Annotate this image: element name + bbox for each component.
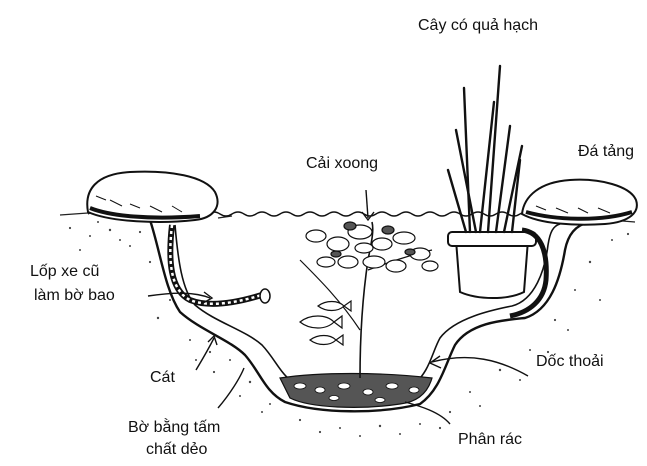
label-liner-line2: chất dẻo — [146, 441, 207, 458]
plant-pot — [448, 230, 546, 316]
label-tire-line2: làm bờ bao — [34, 287, 115, 304]
compost-layer — [280, 374, 432, 408]
arrow-tire — [148, 293, 210, 298]
label-rock: Đá tảng — [578, 143, 634, 160]
arrow-sand — [196, 338, 214, 370]
old-tire-border — [170, 225, 270, 304]
label-liner-line1: Bờ bằng tấm — [128, 417, 220, 436]
label-watercress: Cải xoong — [306, 155, 378, 172]
label-plant: Cây có quả hạch — [418, 17, 538, 34]
arrow-watercress — [366, 190, 368, 218]
arrow-liner — [218, 368, 244, 408]
right-boulder — [522, 180, 637, 225]
label-compost: Phân rác — [458, 431, 522, 448]
watercress — [300, 222, 438, 378]
left-boulder — [87, 172, 217, 222]
label-slope: Dốc thoải — [536, 353, 604, 370]
nut-plant — [448, 66, 522, 232]
label-sand: Cát — [150, 369, 175, 386]
label-tire-line1: Lốp xe cũ — [30, 263, 99, 280]
